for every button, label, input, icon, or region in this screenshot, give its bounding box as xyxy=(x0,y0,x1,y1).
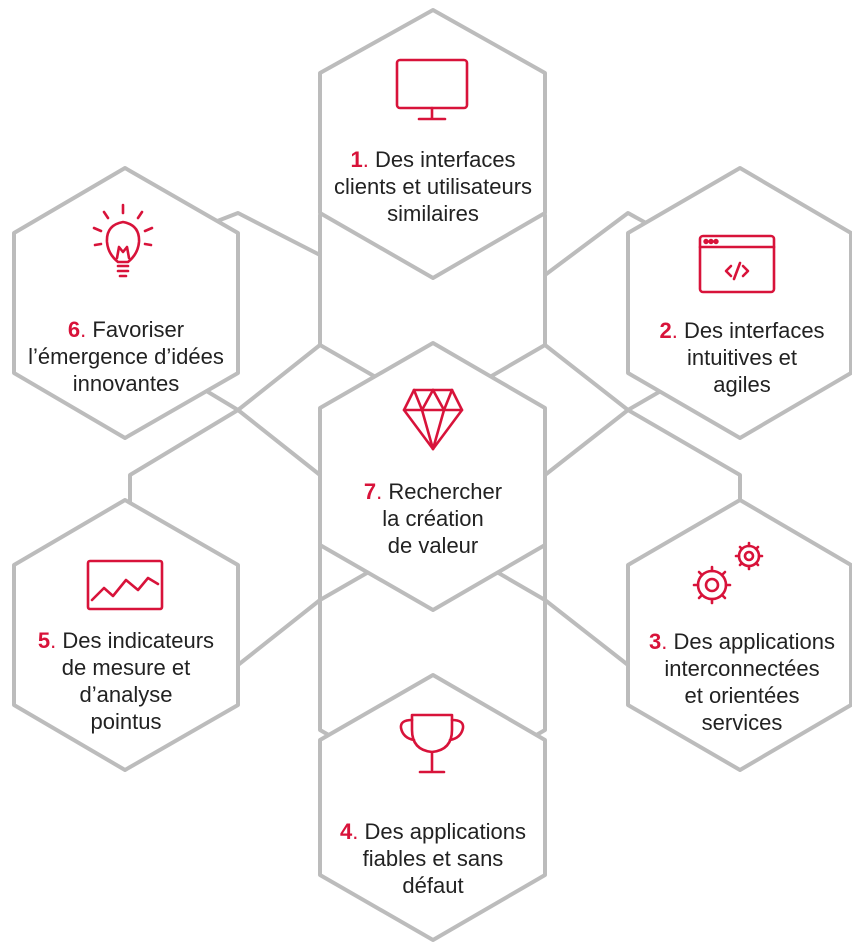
step-number-3: 3 xyxy=(649,629,662,654)
hexagon-1 xyxy=(318,8,547,280)
label-5-line-1: 5. Des indicateurs xyxy=(37,628,215,653)
label-3-line-3: et orientées xyxy=(684,683,800,708)
step-number-4: 4 xyxy=(340,819,353,844)
label-5-line-4: pointus xyxy=(90,709,162,734)
label-1: 1. Des interfaces clients et utilisateur… xyxy=(313,146,553,227)
code-window-icon xyxy=(698,234,776,294)
label-2: 2. Des interfaces intuitives et agiles xyxy=(622,317,852,398)
step-number-1: 1 xyxy=(350,147,363,172)
label-4-line-2: fiables et sans xyxy=(362,846,504,871)
label-6-line-3: innovantes xyxy=(72,371,180,396)
label-6: 6. Favoriser l’émergence d’idées innovan… xyxy=(6,316,246,397)
step-sep-2: . xyxy=(671,318,678,343)
step-number-7: 7 xyxy=(363,479,377,504)
step-number-2: 2 xyxy=(659,318,672,343)
label-1-line-3: similaires xyxy=(387,201,479,226)
hexagon-6 xyxy=(12,166,240,440)
label-1-line-2: clients et utilisateurs xyxy=(333,174,533,199)
monitor-icon xyxy=(395,58,469,121)
label-2-line-2: intuitives et xyxy=(686,345,798,370)
label-7-line-3: de valeur xyxy=(387,533,479,558)
step-sep-7: . xyxy=(376,479,383,504)
label-5-line-2: de mesure et xyxy=(61,655,191,680)
hexagon-4 xyxy=(318,673,547,942)
lightbulb-icon xyxy=(92,203,154,278)
label-7-line-2: la création xyxy=(382,506,484,531)
gears-icon xyxy=(692,541,764,605)
label-5-line-3: d’analyse xyxy=(79,682,173,707)
hexagon-2 xyxy=(626,166,852,440)
label-6-line-2: l’émergence d’idées xyxy=(28,344,224,369)
hexagon-5 xyxy=(12,498,240,772)
step-sep-3: . xyxy=(661,629,668,654)
step-sep-5: . xyxy=(50,628,57,653)
hexagon-3 xyxy=(626,498,852,772)
label-5: 5. Des indicateurs de mesure et d’analys… xyxy=(6,627,246,735)
label-3: 3. Des applications interconnectées et o… xyxy=(622,628,852,736)
trophy-icon xyxy=(399,713,465,774)
label-3-line-4: services xyxy=(701,710,783,735)
step-number-5: 5 xyxy=(37,628,51,653)
label-2-line-3: agiles xyxy=(713,372,771,397)
label-4: 4. Des applications fiables et sans défa… xyxy=(313,818,553,899)
label-4-line-1: 4. Des applications xyxy=(340,819,526,844)
label-6-line-1: 6. Favoriser xyxy=(67,317,185,342)
label-7: 7. Rechercher la création de valeur xyxy=(313,478,553,559)
label-2-line-1: 2. Des interfaces xyxy=(659,318,825,343)
step-sep-6: . xyxy=(80,317,87,342)
label-7-line-1: 7. Rechercher xyxy=(363,479,503,504)
step-sep-4: . xyxy=(352,819,359,844)
hexagon-7 xyxy=(318,341,547,612)
label-1-line-1: 1. Des interfaces xyxy=(350,147,516,172)
label-4-line-3: défaut xyxy=(402,873,464,898)
line-chart-icon xyxy=(86,559,164,611)
step-number-6: 6 xyxy=(67,317,81,342)
label-3-line-1: 3. Des applications xyxy=(649,629,835,654)
label-3-line-2: interconnectées xyxy=(664,656,820,681)
step-sep-1: . xyxy=(362,147,369,172)
diamond-icon xyxy=(402,388,464,451)
